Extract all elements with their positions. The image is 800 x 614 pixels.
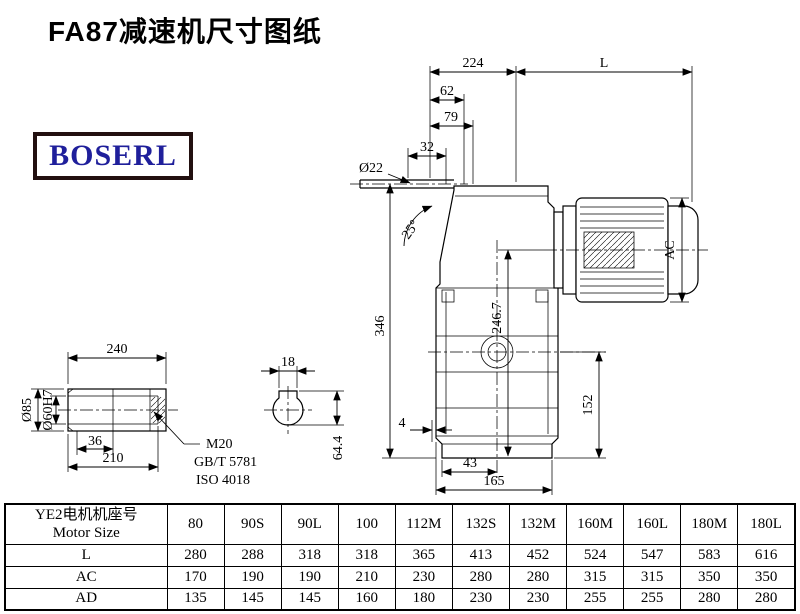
header-col-112m: 112M (394, 503, 453, 545)
input-shaft (350, 179, 468, 189)
boserl-logo-text: BOSERL (49, 139, 177, 172)
dim-gbt5781: GB/T 5781 (194, 455, 257, 470)
cell-AC-90l: 190 (280, 565, 339, 589)
gearbox-housing (428, 185, 606, 478)
technical-drawing: 224 L 62 79 32 Ø22 25° (20, 56, 708, 495)
header-motor-size: YE2电机机座号 Motor Size (4, 503, 168, 545)
table-header-row: YE2电机机座号 Motor Size 80 90S 90L 100 112M … (4, 503, 796, 545)
output-shaft-side-view: 240 Ø85 Ø60H7 36 210 M20 GB/T 5 (20, 342, 257, 488)
cell-AD-80: 135 (166, 587, 225, 611)
cell-AD-112m: 180 (394, 587, 453, 611)
dim-25deg: 25° (399, 218, 423, 243)
dim-18: 18 (281, 355, 295, 370)
cell-L-132s: 413 (451, 543, 510, 567)
cell-AC-160l: 315 (623, 565, 682, 589)
cell-AD-90l: 145 (280, 587, 339, 611)
header-motor-size-cn: YE2电机机座号 (35, 506, 138, 523)
cell-AD-100: 160 (337, 587, 396, 611)
cell-AC-112m: 230 (394, 565, 453, 589)
cell-AC-90s: 190 (223, 565, 282, 589)
cell-AC-100: 210 (337, 565, 396, 589)
dim-224: 224 (463, 56, 484, 71)
dim-240: 240 (107, 342, 128, 357)
header-col-132s: 132S (451, 503, 510, 545)
header-col-100: 100 (337, 503, 396, 545)
cell-AC-180l: 350 (737, 565, 796, 589)
header-col-160m: 160M (566, 503, 625, 545)
dim-62: 62 (440, 84, 454, 99)
cell-AD-132s: 230 (451, 587, 510, 611)
cell-L-180m: 583 (680, 543, 739, 567)
dim-64-4: 64.4 (331, 436, 346, 461)
cell-AD-90s: 145 (223, 587, 282, 611)
dim-L: L (600, 56, 609, 71)
dim-dia60h7: Ø60H7 (41, 389, 56, 430)
cell-AC-180m: 350 (680, 565, 739, 589)
dim-165: 165 (484, 474, 505, 489)
dim-dia85: Ø85 (20, 398, 35, 422)
dim-246-7: 246.7 (490, 302, 505, 334)
header-col-132m: 132M (508, 503, 568, 545)
cell-L-90l: 318 (280, 543, 339, 567)
dim-346: 346 (373, 316, 388, 337)
header-col-180m: 180M (680, 503, 739, 545)
cell-AD-180m: 280 (680, 587, 739, 611)
header-col-90l: 90L (280, 503, 339, 545)
row-label-AD: AD (4, 587, 168, 611)
cell-AC-160m: 315 (566, 565, 625, 589)
dim-36: 36 (88, 434, 102, 449)
boserl-logo: BOSERL (33, 132, 193, 180)
dim-152: 152 (581, 395, 596, 416)
cell-AD-160l: 255 (623, 587, 682, 611)
dim-m20: M20 (206, 437, 232, 452)
cell-AD-180l: 280 (737, 587, 796, 611)
row-label-L: L (4, 543, 168, 567)
cell-AD-160m: 255 (566, 587, 625, 611)
output-shaft-end-view: 18 64.4 (261, 355, 346, 460)
table-row-AC: AC 170 190 190 210 230 280 280 315 315 3… (4, 565, 796, 589)
dim-32: 32 (420, 140, 434, 155)
end-view-circle (272, 390, 304, 426)
header-col-160l: 160L (623, 503, 682, 545)
dim-43: 43 (463, 456, 477, 471)
dimensions-main: 224 L 62 79 32 Ø22 25° (359, 56, 693, 495)
header-col-80: 80 (166, 503, 225, 545)
dim-79: 79 (444, 110, 458, 125)
cell-L-100: 318 (337, 543, 396, 567)
table-row-L: L 280 288 318 318 365 413 452 524 547 58… (4, 543, 796, 567)
cell-AC-132s: 280 (451, 565, 510, 589)
motor (544, 197, 708, 303)
cell-L-180l: 616 (737, 543, 796, 567)
cell-L-160l: 547 (623, 543, 682, 567)
cell-AD-132m: 230 (508, 587, 568, 611)
table-row-AD: AD 135 145 145 160 180 230 230 255 255 2… (4, 587, 796, 611)
dim-AC: AC (663, 240, 678, 259)
header-col-180l: 180L (737, 503, 796, 545)
cell-L-90s: 288 (223, 543, 282, 567)
header-col-90s: 90S (223, 503, 282, 545)
cell-L-132m: 452 (508, 543, 568, 567)
dim-iso4018: ISO 4018 (196, 473, 250, 488)
dim-dia22: Ø22 (359, 161, 383, 176)
motor-size-table: YE2电机机座号 Motor Size 80 90S 90L 100 112M … (4, 503, 796, 611)
row-label-AC: AC (4, 565, 168, 589)
cell-L-80: 280 (166, 543, 225, 567)
dim-210: 210 (103, 451, 124, 466)
main-view: 224 L 62 79 32 Ø22 25° (350, 56, 708, 495)
gearbox-outline (435, 185, 559, 459)
header-motor-size-en: Motor Size (52, 525, 120, 542)
cell-L-160m: 524 (566, 543, 625, 567)
dim-4: 4 (399, 416, 406, 431)
cell-L-112m: 365 (394, 543, 453, 567)
page-title: FA87减速机尺寸图纸 (48, 16, 322, 47)
cell-AC-132m: 280 (508, 565, 568, 589)
cell-AC-80: 170 (166, 565, 225, 589)
